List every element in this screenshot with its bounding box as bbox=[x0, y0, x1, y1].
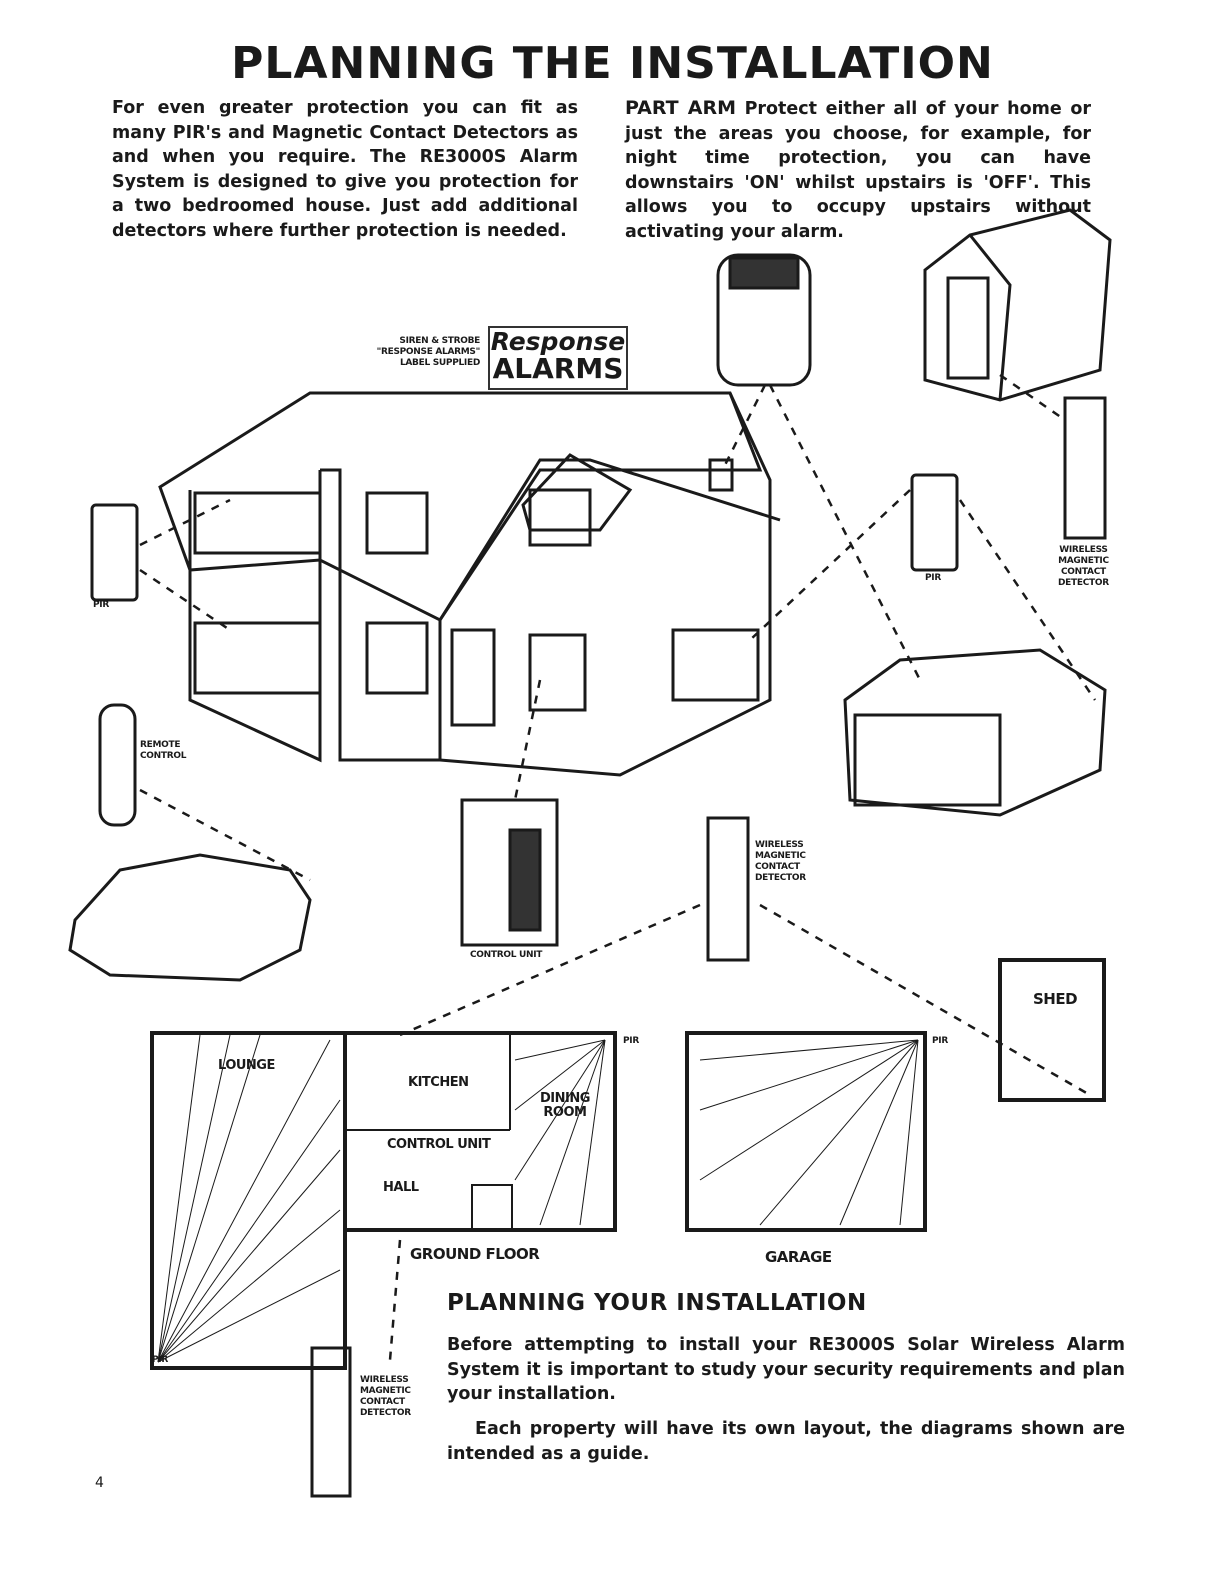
garage-label: GARAGE bbox=[765, 1248, 832, 1266]
logo-line2: ALARMS bbox=[492, 352, 624, 385]
pir-label: PIR bbox=[623, 1036, 639, 1046]
part-arm-text: Protect either all of your home or just … bbox=[625, 99, 1091, 242]
label-line: DETECTOR bbox=[360, 1408, 411, 1418]
wireless-links bbox=[139, 373, 1097, 1361]
label-line: WIRELESS bbox=[1059, 545, 1108, 555]
label-line: ROOM bbox=[543, 1105, 587, 1120]
intro-left: For even greater protection you can fit … bbox=[112, 98, 578, 241]
label-line: MAGNETIC bbox=[755, 851, 806, 861]
garage-drawing bbox=[843, 648, 1107, 817]
room-hall: HALL bbox=[383, 1180, 419, 1195]
pir-label: PIR bbox=[152, 1355, 168, 1365]
label-line: DETECTOR bbox=[755, 873, 806, 883]
pir-label: PIR bbox=[932, 1036, 948, 1046]
pir-label: PIR bbox=[93, 600, 109, 610]
pir-device-right bbox=[910, 473, 959, 572]
shed-label: SHED bbox=[1033, 990, 1078, 1008]
label-line: CONTACT bbox=[360, 1397, 405, 1407]
car-drawing bbox=[68, 853, 312, 982]
room-kitchen: KITCHEN bbox=[408, 1075, 469, 1090]
label-line: WIRELESS bbox=[755, 840, 804, 850]
page-title: PLANNING THE INSTALLATION bbox=[231, 38, 994, 89]
label-line: MAGNETIC bbox=[1058, 556, 1109, 566]
label-line: CONTACT bbox=[1061, 567, 1106, 577]
siren-note-line: "RESPONSE ALARMS" bbox=[376, 347, 481, 357]
logo-line1: Response bbox=[490, 327, 626, 356]
contact-detector-3 bbox=[310, 1346, 352, 1498]
label-line: WIRELESS bbox=[360, 1375, 409, 1385]
siren-note-line: LABEL SUPPLIED bbox=[399, 358, 480, 368]
room-lounge: LOUNGE bbox=[218, 1058, 275, 1073]
pir-device-left bbox=[90, 503, 139, 602]
intro-right: PART ARM Protect either all of your home… bbox=[625, 96, 1091, 244]
ground-floor-plan bbox=[150, 1031, 617, 1370]
house-drawing bbox=[158, 391, 781, 777]
pir-label: PIR bbox=[925, 573, 941, 583]
label-line: CONTROL bbox=[140, 751, 187, 761]
section-heading: PLANNING YOUR INSTALLATION bbox=[447, 1290, 867, 1316]
label-line: MAGNETIC bbox=[360, 1386, 411, 1396]
contact-detector-1 bbox=[1063, 396, 1107, 540]
label-line: CONTACT bbox=[755, 862, 800, 872]
section-paragraph-2: Each property will have its own layout, … bbox=[447, 1419, 1125, 1464]
label-line: DINING bbox=[540, 1091, 590, 1106]
control-unit-location: CONTROL UNIT bbox=[387, 1137, 491, 1152]
pir-coverage-lines bbox=[157, 1034, 919, 1363]
label-line: REMOTE bbox=[140, 740, 181, 750]
part-arm-lead: PART ARM bbox=[625, 97, 736, 119]
garage-plan bbox=[685, 1031, 927, 1232]
ground-floor-label: GROUND FLOOR bbox=[410, 1245, 540, 1263]
section-paragraph-1: Before attempting to install your RE3000… bbox=[447, 1335, 1125, 1404]
shed-drawing bbox=[923, 208, 1112, 402]
label-line: DETECTOR bbox=[1058, 578, 1109, 588]
page-number: 4 bbox=[95, 1475, 104, 1491]
control-unit-label: CONTROL UNIT bbox=[470, 950, 543, 960]
remote-control-device bbox=[98, 703, 137, 827]
contact-detector-2 bbox=[706, 816, 750, 962]
response-alarms-logo: Response ALARMS bbox=[488, 326, 628, 390]
siren-note-line: SIREN & STROBE bbox=[399, 336, 480, 346]
siren-note: SIREN & STROBE "RESPONSE ALARMS" LABEL S… bbox=[350, 336, 481, 369]
shed-plan bbox=[998, 958, 1106, 1102]
